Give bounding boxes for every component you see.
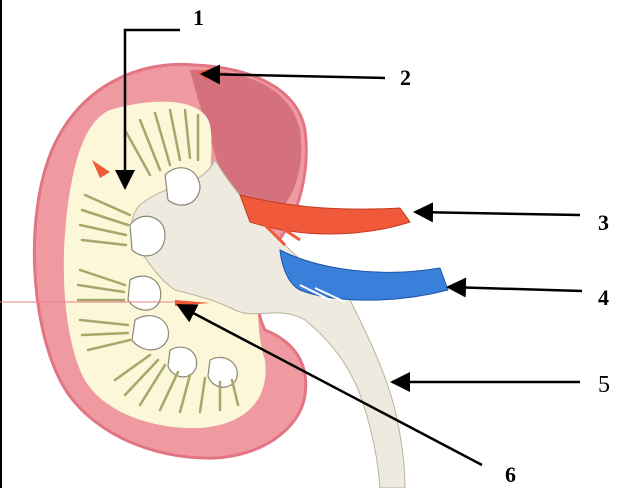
label-6: 6 — [505, 462, 516, 487]
label-3: 3 — [598, 210, 609, 235]
label-4: 4 — [598, 285, 609, 310]
label-5: 5 — [598, 372, 610, 398]
label-2: 2 — [400, 65, 411, 90]
leader-3 — [415, 212, 580, 215]
label-1: 1 — [193, 5, 204, 30]
leader-4 — [448, 287, 582, 291]
